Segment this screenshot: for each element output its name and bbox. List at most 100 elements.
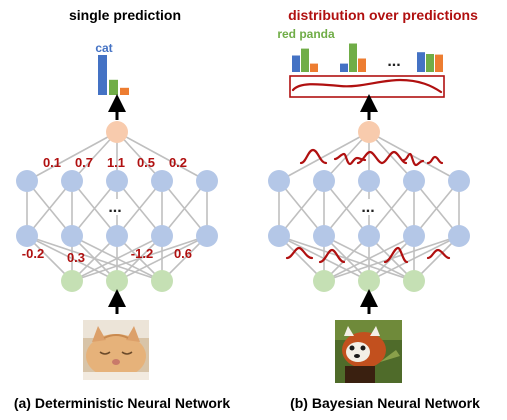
right-edge <box>323 235 415 282</box>
weight-distribution-curve <box>285 246 314 260</box>
left-hidden-ellipsis: ... <box>108 199 121 216</box>
right-output-node <box>358 121 380 143</box>
weight-distribution-curve <box>333 152 367 166</box>
left-edge <box>116 180 163 237</box>
left-edge <box>71 131 118 182</box>
left-edge <box>26 235 118 282</box>
right-top-weight-distributions <box>299 148 444 167</box>
right-bar-chart: red panda ... <box>277 27 445 98</box>
left-input-node <box>61 270 83 292</box>
weight-distribution-curve <box>383 246 409 264</box>
left-caption: (a) Deterministic Neural Network <box>14 395 230 411</box>
left-top-weights: 0.1 0.7 1.1 0.5 0.2 <box>43 155 187 170</box>
right-hidden-node <box>268 170 290 192</box>
sleeping-cat-photo-icon <box>83 320 149 380</box>
right-edge <box>413 180 460 237</box>
left-hidden-node <box>16 225 38 247</box>
right-hidden-node <box>313 170 335 192</box>
left-title: single prediction <box>69 7 181 23</box>
right-hidden-ellipsis: ... <box>361 199 374 216</box>
right-input-node <box>358 270 380 292</box>
left-top-weight: 1.1 <box>107 155 125 170</box>
right-edge <box>368 131 460 182</box>
left-bottom-weights: -0.2 0.3 -1.2 0.6 <box>22 246 192 265</box>
right-bar <box>310 63 318 72</box>
right-hidden-node <box>448 225 470 247</box>
weight-distribution-curve <box>426 155 444 165</box>
left-hidden-node <box>61 225 83 247</box>
weight-distribution-curve <box>402 152 425 167</box>
left-hidden-node <box>61 170 83 192</box>
right-bar-ellipsis: ... <box>387 53 400 70</box>
distribution-curve <box>291 78 443 94</box>
right-bar <box>435 54 443 72</box>
left-edge <box>71 235 163 282</box>
right-bars <box>292 43 443 72</box>
right-bar <box>349 43 357 72</box>
left-bar-label: cat <box>95 41 112 55</box>
right-bar <box>417 52 425 72</box>
left-edge <box>26 235 163 282</box>
left-hidden-node <box>151 225 173 247</box>
left-input-node <box>106 270 128 292</box>
left-bars <box>98 55 129 95</box>
right-ellipsis-backdrop <box>355 199 383 215</box>
right-bar <box>358 58 366 72</box>
right-edge <box>278 180 325 237</box>
left-edge <box>26 180 73 237</box>
right-hidden-node <box>403 170 425 192</box>
left-bar <box>120 87 129 95</box>
weight-distribution-curve <box>356 150 384 165</box>
right-edge <box>323 180 370 237</box>
left-top-weight: 0.5 <box>137 155 155 170</box>
weight-distribution-curve <box>318 248 346 264</box>
right-title: distribution over predictions <box>288 7 478 23</box>
left-bottom-weight: -1.2 <box>131 246 153 261</box>
right-edge <box>278 235 415 282</box>
left-edge <box>116 131 208 182</box>
left-edge <box>26 131 118 182</box>
left-hidden-node <box>196 225 218 247</box>
right-bottom-weight-distributions <box>285 246 451 264</box>
left-edge <box>161 180 208 237</box>
weight-distribution-curve <box>426 248 451 260</box>
right-hidden-node <box>313 225 335 247</box>
right-hidden-node <box>403 225 425 247</box>
left-bottom-weight: 0.6 <box>174 246 192 261</box>
right-edge <box>368 180 415 237</box>
distribution-box <box>289 75 445 98</box>
right-bar <box>426 54 434 72</box>
right-nodes <box>268 121 470 292</box>
left-hidden-node <box>151 170 173 192</box>
left-hidden-node <box>16 170 38 192</box>
left-edges <box>26 131 208 282</box>
left-bar-chart: cat <box>95 41 129 95</box>
left-ellipsis-backdrop <box>103 199 131 215</box>
right-edge <box>368 131 415 182</box>
right-caption: (b) Bayesian Neural Network <box>290 395 480 411</box>
right-input-node <box>403 270 425 292</box>
right-bar-label: red panda <box>277 27 335 41</box>
right-hidden-node <box>358 225 380 247</box>
left-edge <box>116 131 163 182</box>
left-bottom-weight: -0.2 <box>22 246 44 261</box>
right-panel: distribution over predictions red panda … <box>268 7 480 411</box>
left-hidden-node <box>196 170 218 192</box>
left-bar <box>98 55 107 95</box>
left-panel: single prediction cat ... 0.1 0.7 1.1 0.… <box>14 7 230 411</box>
left-nodes <box>16 121 218 292</box>
right-edge <box>278 131 370 182</box>
right-hidden-node <box>448 170 470 192</box>
left-bar <box>109 79 118 95</box>
right-bar <box>301 48 309 72</box>
red-panda-photo-icon <box>335 320 402 383</box>
weight-distribution-curve <box>299 148 328 165</box>
right-input-node <box>313 270 335 292</box>
left-edge <box>71 180 118 237</box>
right-bar <box>340 63 348 72</box>
left-top-weight: 0.2 <box>169 155 187 170</box>
left-input-node <box>151 270 173 292</box>
right-hidden-node <box>268 225 290 247</box>
left-bottom-weight: 0.3 <box>67 250 85 265</box>
